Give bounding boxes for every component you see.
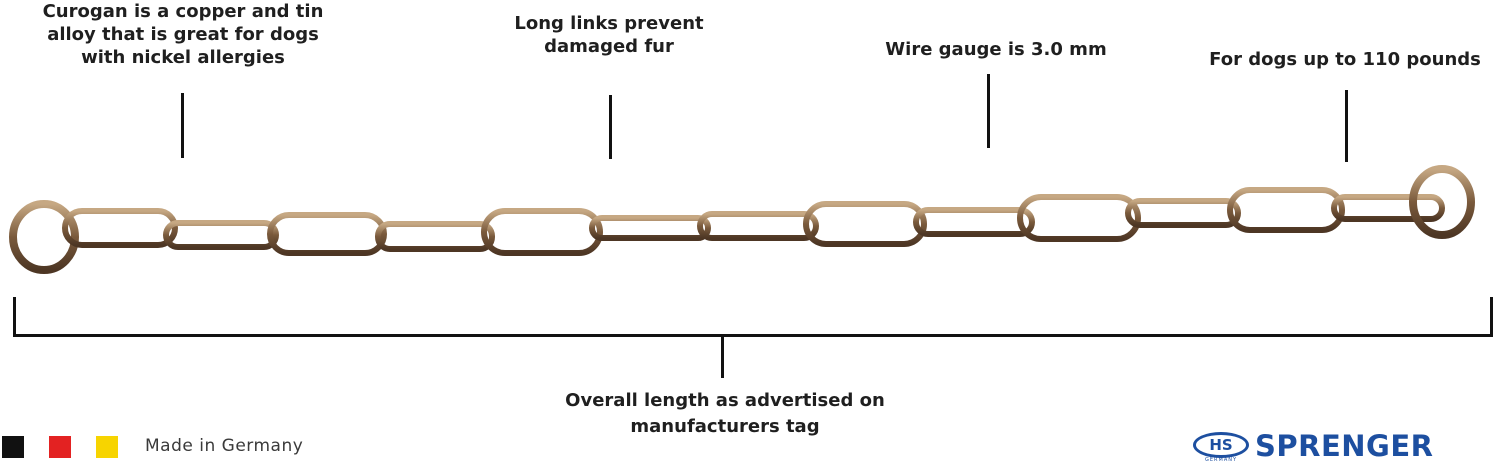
made-in-germany-text: Made in Germany — [145, 436, 304, 456]
callout-wire-gauge: Wire gauge is 3.0 mm — [885, 39, 1107, 60]
length-bracket-right — [1490, 297, 1493, 337]
hs-mark-sub: GERMANY — [1205, 457, 1238, 463]
chain-link — [1017, 194, 1141, 242]
callout-curogan-line — [181, 93, 184, 158]
length-bracket-left — [13, 297, 16, 337]
chain-link — [1125, 198, 1241, 228]
callout-dog-weight: For dogs up to 110 pounds — [1209, 49, 1481, 70]
chain-end-ring-left — [9, 200, 79, 274]
chain-link — [267, 212, 387, 256]
length-label: Overall length as advertised on manufact… — [565, 390, 885, 437]
chain-link — [62, 208, 178, 248]
callout-long-links-line — [609, 95, 612, 159]
chain-link — [1331, 194, 1445, 222]
flag-red-square — [49, 436, 71, 458]
chain-link — [163, 220, 279, 250]
chain-link — [1227, 187, 1345, 233]
chain-collar-image — [9, 165, 1475, 274]
hs-mark: HS — [1193, 432, 1249, 458]
length-bracket-bar — [13, 334, 1493, 337]
chain-link — [697, 211, 819, 241]
callout-long-links: Long links prevent damaged fur — [514, 13, 704, 57]
chain-link — [375, 221, 495, 252]
flag-black-square — [2, 436, 24, 458]
callout-dog-weight-line — [1345, 90, 1348, 162]
flag-yellow-square — [96, 436, 118, 458]
length-bracket-center — [721, 334, 724, 378]
chain-link — [481, 208, 603, 256]
sprenger-logo: HS GERMANY SPRENGER — [1193, 429, 1493, 463]
brand-name: SPRENGER — [1255, 429, 1434, 463]
chain-link — [913, 207, 1035, 237]
callout-wire-gauge-line — [987, 74, 990, 148]
callout-curogan: Curogan is a copper and tin alloy that i… — [42, 1, 324, 68]
chain-link — [803, 201, 927, 247]
chain-end-ring-right — [1409, 165, 1475, 239]
chain-link — [589, 215, 711, 241]
